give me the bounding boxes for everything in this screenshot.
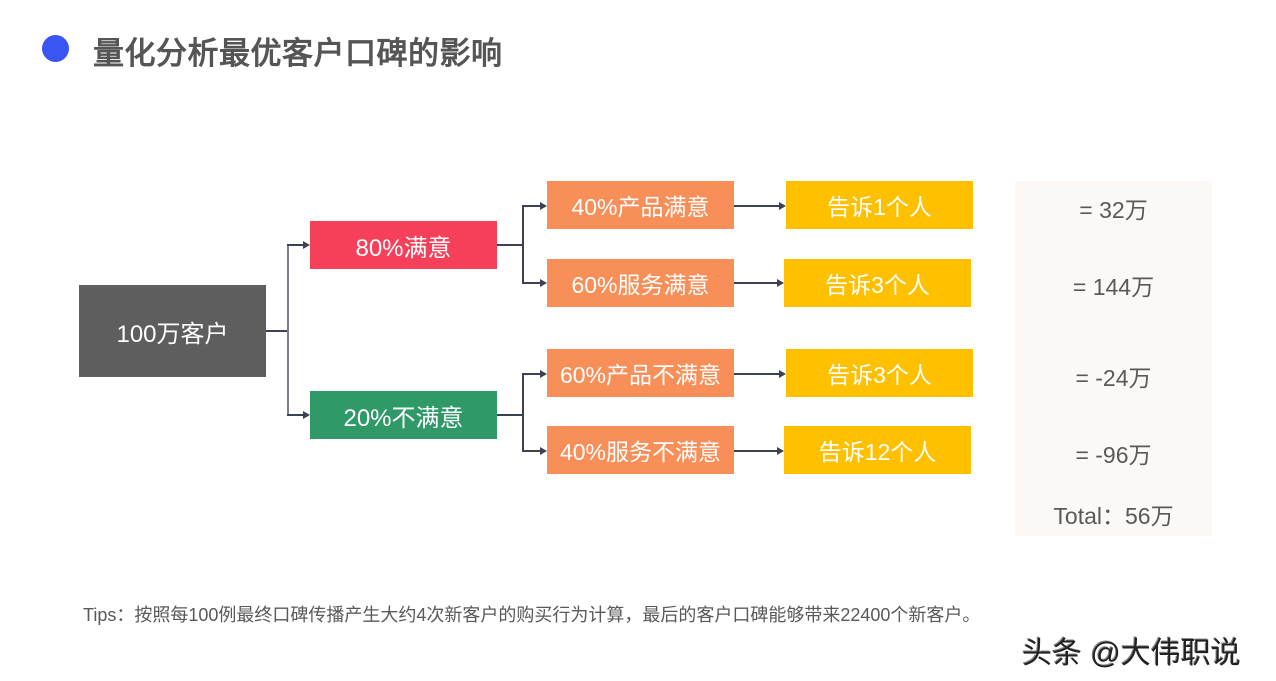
arrow-right-icon <box>777 447 784 455</box>
arrow-right-icon <box>540 370 547 378</box>
footer-tips: Tips：按照每100例最终口碑传播产生大约4次新客户的购买行为计算，最后的客户… <box>83 605 981 625</box>
leaf-node-product-unsatisfied: 60%产品不满意 <box>547 349 734 397</box>
connector-unsatisfied-out <box>497 414 523 416</box>
branch-node-unsatisfied: 20%不满意 <box>310 391 497 439</box>
watermark: 头条 @大伟职说 <box>1022 637 1241 670</box>
connector-leaf-1-tell <box>734 205 779 207</box>
result-value-2: = 144万 <box>1072 274 1155 300</box>
connector-to-leaf-3 <box>522 373 540 375</box>
tell-node-1: 告诉1个人 <box>786 181 973 229</box>
tell-label: 告诉12个人 <box>818 439 937 465</box>
branch-label-satisfied: 80%满意 <box>355 234 452 262</box>
connector-to-leaf-4 <box>522 450 540 452</box>
tell-label: 告诉3个人 <box>825 272 930 298</box>
branch-node-satisfied: 80%满意 <box>310 221 497 269</box>
arrow-right-icon <box>779 202 786 210</box>
leaf-label: 60%产品不满意 <box>559 362 722 388</box>
results-panel <box>1015 181 1212 536</box>
result-value-4: = -96万 <box>1075 442 1152 468</box>
arrow-right-icon <box>540 202 547 210</box>
tell-node-3: 告诉3个人 <box>786 349 973 397</box>
leaf-label: 60%服务满意 <box>571 272 710 298</box>
connector-unsatisfied-vertical <box>522 373 524 451</box>
result-value-3: = -24万 <box>1075 365 1152 391</box>
arrow-right-icon <box>540 447 547 455</box>
leaf-node-service-unsatisfied: 40%服务不满意 <box>547 426 734 474</box>
connector-to-unsatisfied <box>287 414 303 416</box>
leaf-node-service-satisfied: 60%服务满意 <box>547 259 734 307</box>
root-node-label: 100万客户 <box>116 320 229 348</box>
arrow-right-icon <box>303 411 310 419</box>
connector-to-leaf-2 <box>522 282 540 284</box>
result-value-1: = 32万 <box>1079 197 1148 223</box>
result-total: Total：56万 <box>1053 503 1174 529</box>
connector-satisfied-vertical <box>522 205 524 283</box>
tell-node-2: 告诉3个人 <box>784 259 971 307</box>
leaf-node-product-satisfied: 40%产品满意 <box>547 181 734 229</box>
connector-root-out <box>266 330 288 332</box>
branch-label-unsatisfied: 20%不满意 <box>343 404 464 432</box>
arrow-right-icon <box>540 279 547 287</box>
connector-to-leaf-1 <box>522 205 540 207</box>
root-node-customers: 100万客户 <box>79 285 266 377</box>
connector-root-vertical <box>287 244 289 416</box>
tell-node-4: 告诉12个人 <box>784 426 971 474</box>
connector-leaf-2-tell <box>734 282 777 284</box>
leaf-label: 40%产品满意 <box>571 194 710 220</box>
connector-to-satisfied <box>287 244 303 246</box>
arrow-right-icon <box>777 279 784 287</box>
tell-label: 告诉1个人 <box>827 194 932 220</box>
arrow-right-icon <box>779 370 786 378</box>
leaf-label: 40%服务不满意 <box>559 439 722 465</box>
connector-leaf-3-tell <box>734 373 779 375</box>
connector-leaf-4-tell <box>734 450 777 452</box>
tell-label: 告诉3个人 <box>827 362 932 388</box>
arrow-right-icon <box>303 241 310 249</box>
title-bullet-icon <box>42 35 69 62</box>
connector-satisfied-out <box>497 244 523 246</box>
page-title: 量化分析最优客户口碑的影响 <box>93 36 503 71</box>
